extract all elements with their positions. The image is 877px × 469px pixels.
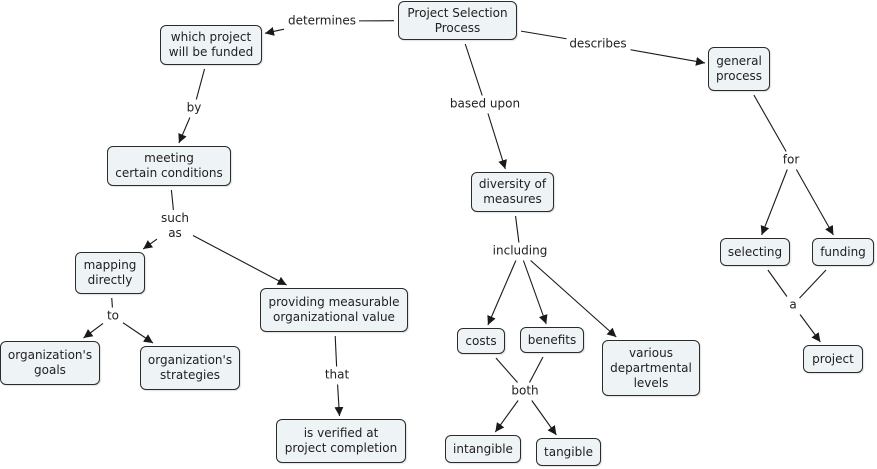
arrow-including-to-benefits — [522, 260, 548, 325]
arrow-both-to-intangible — [494, 400, 519, 433]
arrow-such-as-to-mapping-directly — [142, 238, 158, 250]
concept-costs[interactable]: costs — [457, 328, 505, 354]
link-label-such-as[interactable]: such as — [158, 211, 192, 241]
arrow-based-upon-to-diversity-measures — [487, 113, 507, 170]
link-label-based-upon[interactable]: based upon — [447, 96, 523, 112]
link-label-for[interactable]: for — [780, 152, 802, 168]
connector-diversity-measures-to-including — [515, 215, 520, 243]
concept-selecting[interactable]: selecting — [720, 238, 790, 266]
concept-which-project-will-be-funded[interactable]: which project will be funded — [160, 25, 262, 65]
concept-funding[interactable]: funding — [812, 238, 874, 266]
concept-project[interactable]: project — [803, 345, 863, 373]
arrow-that-to-verified-completion — [334, 384, 344, 417]
concept-is-verified-at-project-completion[interactable]: is verified at project completion — [276, 419, 406, 463]
link-label-both[interactable]: both — [509, 383, 541, 399]
arrow-to-to-org-goals — [83, 323, 104, 339]
link-label-to[interactable]: to — [104, 308, 122, 324]
connector-mapping-directly-to-to — [111, 297, 113, 308]
connector-which-project-funded-to-by — [195, 68, 206, 100]
concept-organizations-strategies[interactable]: organization's strategies — [140, 346, 240, 390]
concept-meeting-certain-conditions[interactable]: meeting certain conditions — [107, 146, 231, 186]
connector-costs-to-both — [495, 357, 518, 383]
concept-intangible[interactable]: intangible — [445, 435, 521, 463]
connector-benefits-to-both — [529, 356, 544, 383]
arrow-by-to-meeting-conditions — [178, 117, 191, 144]
arrow-for-to-funding — [795, 169, 834, 236]
connector-meeting-conditions-to-such-as — [170, 189, 174, 211]
connector-providing-value-to-that — [334, 335, 338, 367]
arrow-such-as-to-providing-value — [192, 235, 287, 286]
arrow-describes-to-general-process — [630, 49, 706, 66]
arrow-to-to-org-strategies — [122, 322, 154, 344]
link-label-a[interactable]: a — [787, 297, 799, 313]
concept-various-departmental-levels[interactable]: various departmental levels — [602, 340, 700, 396]
concept-providing-measurable-organizational-value[interactable]: providing measurable organizational valu… — [260, 288, 408, 332]
arrow-both-to-tangible — [531, 400, 557, 436]
connector-funding-to-a — [799, 269, 827, 299]
link-label-by[interactable]: by — [184, 100, 204, 116]
link-label-that[interactable]: that — [322, 367, 352, 383]
concept-tangible[interactable]: tangible — [536, 438, 601, 466]
connector-project-selection-process-to-describes — [520, 30, 567, 40]
arrow-including-to-costs — [487, 260, 517, 326]
concept-general-process[interactable]: general process — [708, 47, 770, 91]
connector-project-selection-process-to-based-upon — [464, 43, 483, 96]
link-label-determines[interactable]: determines — [285, 13, 359, 29]
arrow-including-to-departmental-levels — [530, 260, 617, 338]
concept-organizations-goals[interactable]: organization's goals — [0, 341, 100, 385]
link-label-describes[interactable]: describes — [567, 36, 629, 52]
link-label-including[interactable]: including — [490, 243, 550, 259]
concept-diversity-of-measures[interactable]: diversity of measures — [471, 172, 554, 212]
concept-benefits[interactable]: benefits — [520, 327, 584, 353]
arrow-a-to-project — [799, 314, 821, 343]
arrow-determines-to-which-project-funded — [264, 27, 285, 36]
arrow-for-to-selecting — [760, 169, 788, 236]
connector-general-process-to-for — [753, 94, 787, 152]
connector-selecting-to-a — [767, 269, 788, 297]
concept-project-selection-process[interactable]: Project Selection Process — [398, 1, 517, 40]
concept-mapping-directly[interactable]: mapping directly — [75, 252, 145, 294]
